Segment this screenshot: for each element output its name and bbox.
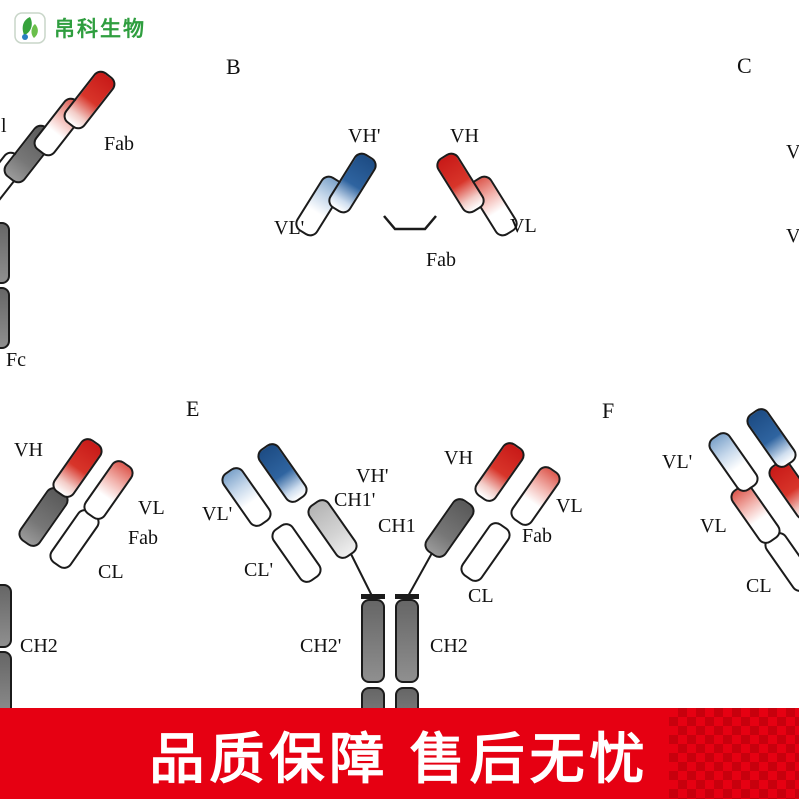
leaf-logo-icon <box>14 12 46 44</box>
brand-name: 帛科生物 <box>54 18 146 41</box>
promo-banner: 品质保障 售后无忧 <box>0 708 799 799</box>
panel-e-ch2-stem-bar <box>395 599 419 683</box>
panel-c-cut-label-bottom: V <box>786 225 799 247</box>
panel-c-cut-label-top: V <box>786 141 799 163</box>
panel-e-vh-label: VH <box>444 447 473 469</box>
panel-a-fc-ch3-bar <box>0 287 10 349</box>
panel-f-cl-label: CL <box>746 575 772 597</box>
panel-f-vl-bar <box>726 480 785 548</box>
panel-e-vh-prime-bar <box>253 439 312 507</box>
panel-f-vl-label: VL <box>700 515 727 537</box>
panel-f-vh-prime-bar <box>742 404 799 472</box>
brand-logo: 帛科生物 <box>14 12 146 44</box>
panel-e-ch1-prime-label: CH1' <box>334 489 376 511</box>
panel-d-vl-label: VL <box>138 497 165 519</box>
panel-b-linker <box>383 215 437 231</box>
panel-d-vh-label: VH <box>14 439 43 461</box>
panel-a-fab-label: Fab <box>104 133 134 155</box>
banner-checker-pattern <box>669 708 799 799</box>
panel-b-vl-prime-label: VL' <box>274 217 305 239</box>
panel-e-ch2-label: CH2 <box>430 635 468 657</box>
panel-d-ch2-stem-bar <box>0 584 12 648</box>
panel-e-vl-prime-label: VL' <box>202 503 233 525</box>
panel-e-ch2-prime-label: CH2' <box>300 635 342 657</box>
panel-b-vh-label: VH <box>450 125 479 147</box>
panel-e-ch2-prime-stem-bar <box>361 599 385 683</box>
panel-c-letter: C <box>737 53 752 78</box>
panel-e-vl-label: VL <box>556 495 583 517</box>
panel-a-fc-label: Fc <box>6 349 26 371</box>
panel-e-cl-label: CL <box>468 585 494 607</box>
panel-d-cl-label: CL <box>98 561 124 583</box>
panel-e-hinge <box>350 552 433 599</box>
panel-e-letter: E <box>186 396 200 421</box>
panel-f-letter: F <box>602 398 615 423</box>
panel-d-ch2-label: CH2 <box>20 635 58 657</box>
panel-b-vh-prime-label: VH' <box>348 125 381 147</box>
panel-d-fab-label: Fab <box>128 527 158 549</box>
panel-f-vl-prime-label: VL' <box>662 451 693 473</box>
panel-e-fab-label: Fab <box>522 525 552 547</box>
promo-banner-text: 品质保障 售后无忧 <box>149 727 650 790</box>
panel-e-vh-prime-label: VH' <box>356 465 389 487</box>
panel-e-cl-prime-label: CL' <box>244 559 274 581</box>
panel-a-cut-label-fragment: l <box>1 115 7 137</box>
panel-b-vl-label: VL <box>510 215 537 237</box>
panel-a-fc-ch2-bar <box>0 222 10 284</box>
panel-e-ch1-label: CH1 <box>378 515 416 537</box>
panel-b-fab-label: Fab <box>426 249 456 271</box>
panel-b-letter: B <box>226 54 241 79</box>
panel-e-cl-prime-bar <box>267 519 326 587</box>
panel-f-vl-prime-bar <box>704 428 763 496</box>
